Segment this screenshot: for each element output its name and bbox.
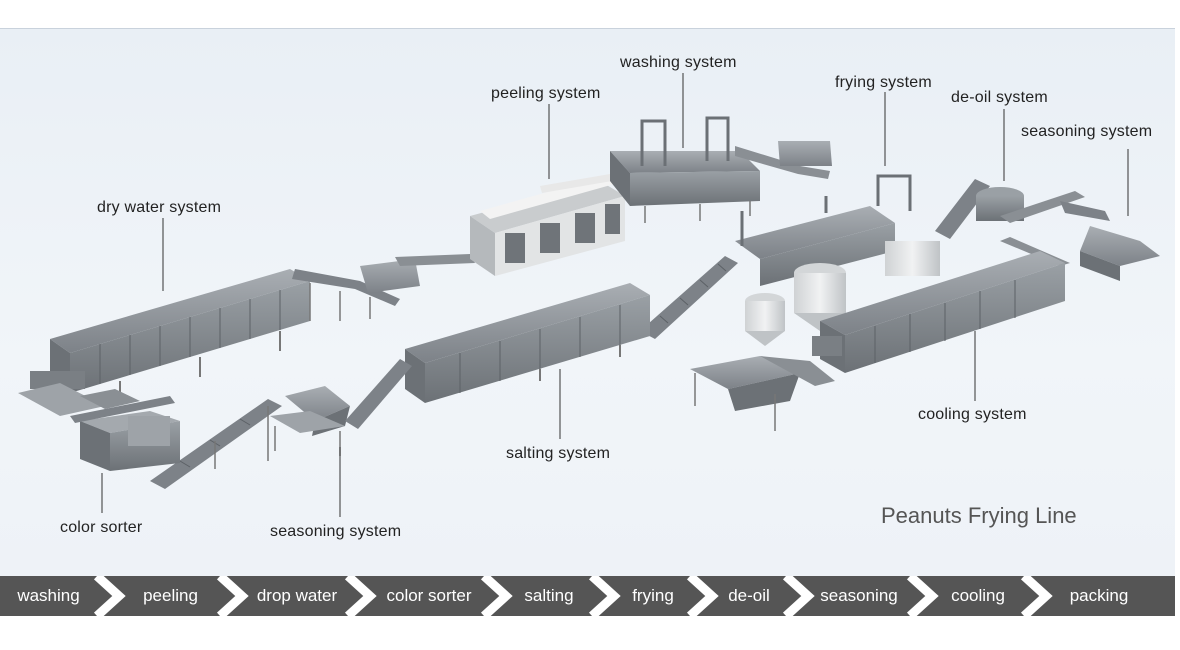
salting-conveyor (405, 283, 650, 403)
collection-hopper (690, 356, 835, 431)
step-peeling: peeling (143, 586, 198, 605)
step-packing: packing (1069, 586, 1129, 605)
cooling-conveyor (812, 251, 1065, 373)
callout-dry-water-system: dry water system (97, 199, 222, 216)
step-washing: washing (17, 586, 80, 605)
callout-peeling-system: peeling system (491, 85, 601, 102)
callout-deoil-system: de-oil system (951, 89, 1048, 106)
deoil-centrifuge (935, 179, 1024, 239)
callout-salting-system: salting system (506, 445, 611, 462)
bottom-seasoning-drum (270, 386, 350, 456)
step-seasoning: seasoning (820, 586, 898, 605)
callout-frying-system: frying system (835, 74, 932, 91)
process-steps-bar: washing peeling drop water color sorter … (0, 576, 1175, 616)
dry-water-dryer (18, 269, 310, 416)
diagram-canvas: washing system peeling system frying sys… (0, 28, 1175, 577)
step-salting: salting (524, 586, 574, 605)
fryer (735, 174, 940, 346)
callout-color-sorter: color sorter (60, 519, 143, 536)
step-drop-water: drop water (256, 586, 338, 605)
chevron-separators (93, 576, 1053, 616)
callout-seasoning-system-bottom: seasoning system (270, 523, 402, 540)
step-color-sorter: color sorter (386, 586, 472, 605)
step-frying: frying (632, 586, 674, 605)
washing-tank (610, 116, 832, 223)
callout-cooling-system: cooling system (918, 406, 1027, 423)
callout-washing-system: washing system (620, 54, 737, 71)
machinery-illustration (18, 73, 1160, 517)
feed-conveyor-upper (292, 254, 475, 321)
diagram-title: Peanuts Frying Line (881, 503, 1077, 528)
peeling-machines (470, 173, 625, 276)
leader-lines (101, 73, 1129, 517)
fryer-elevator (640, 256, 738, 339)
step-cooling: cooling (951, 586, 1005, 605)
incline-conveyor-from-sorter (150, 399, 282, 489)
color-sorter-machine (70, 389, 180, 471)
incline-conveyor-to-salting (345, 359, 412, 429)
callout-seasoning-system-top: seasoning system (1021, 123, 1153, 140)
step-de-oil: de-oil (728, 586, 770, 605)
